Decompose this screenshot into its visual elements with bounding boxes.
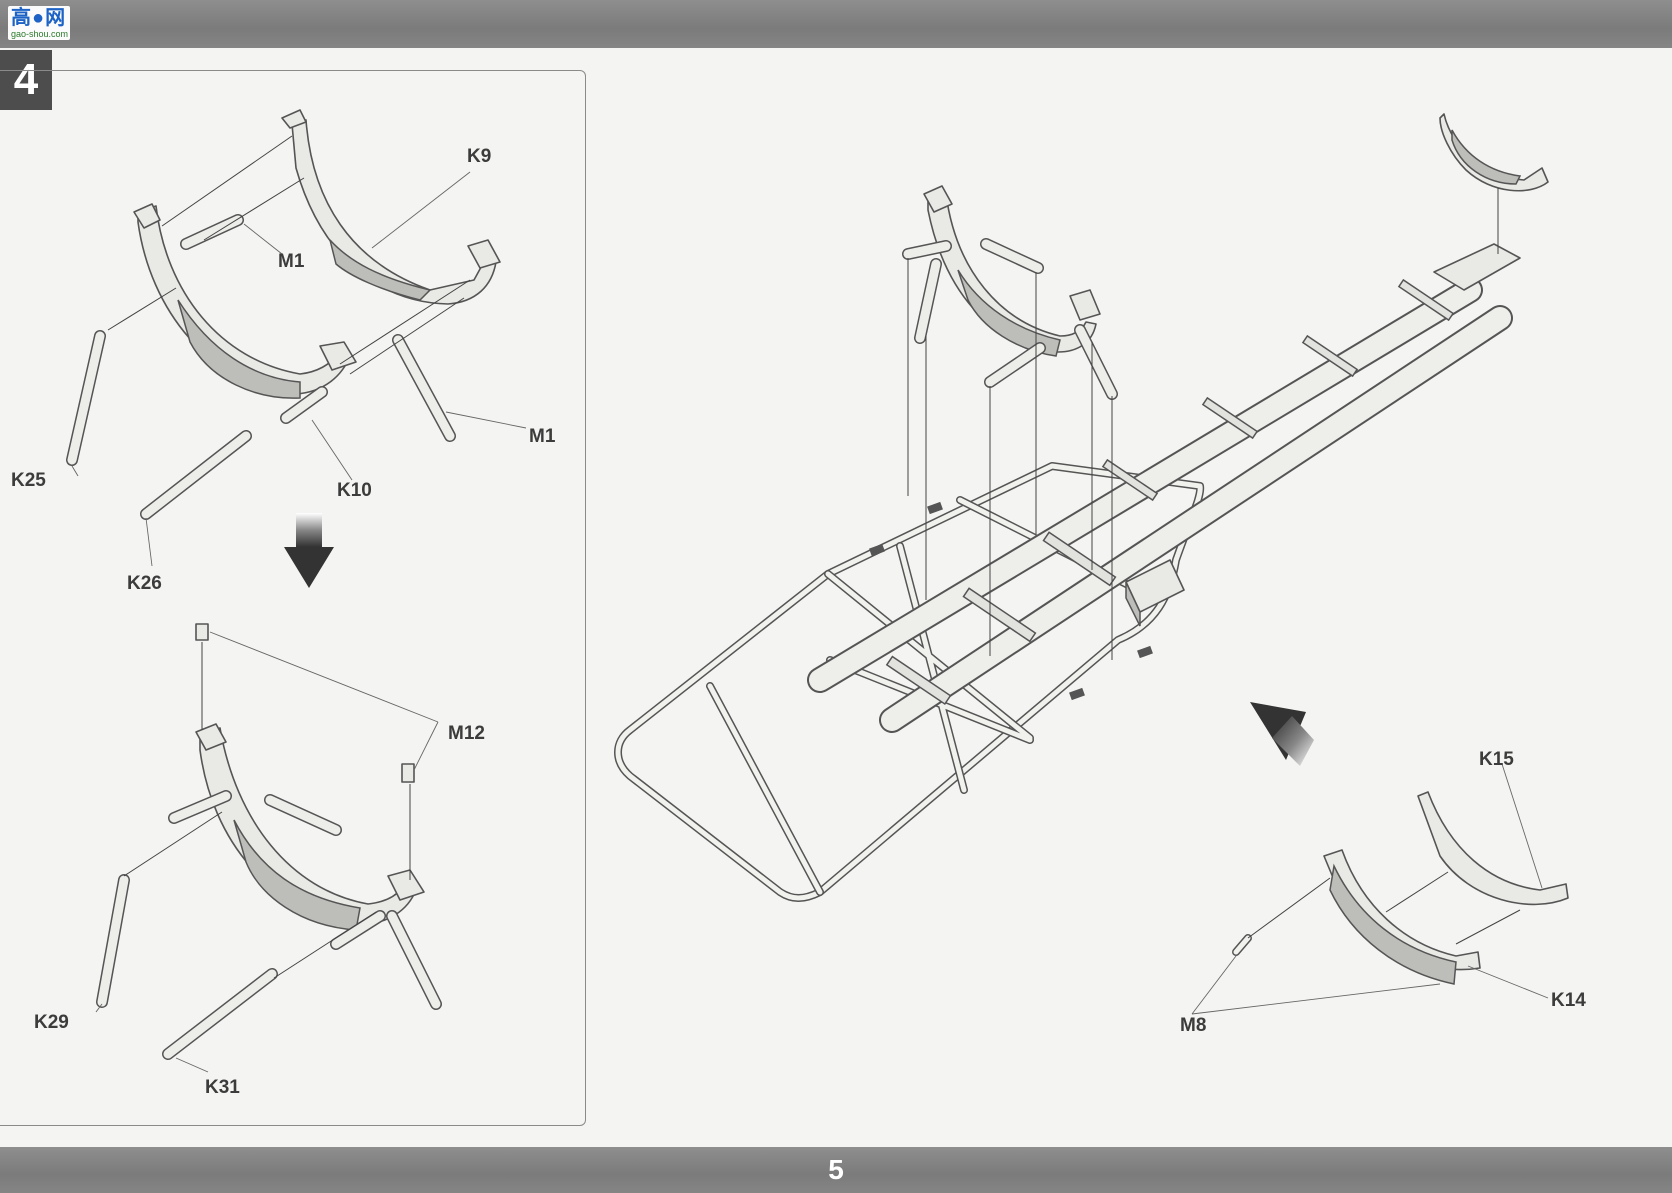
label-k9: K9	[467, 146, 492, 167]
sub-assembly-panel	[0, 70, 586, 1126]
part-m12-a	[195, 623, 209, 641]
label-k31: K31	[205, 1077, 240, 1098]
bracket-side-assembled	[387, 869, 425, 901]
bracket-k10-lower	[319, 341, 357, 371]
bracket-top-assembled	[195, 723, 227, 751]
label-m1-right: M1	[529, 426, 556, 447]
part-k9	[291, 119, 497, 305]
bracket-k10-top	[133, 203, 161, 229]
label-m1-top: M1	[278, 251, 305, 272]
part-k15	[1417, 791, 1569, 906]
seat-panel-assembled	[233, 819, 361, 931]
label-m12: M12	[448, 723, 485, 744]
label-k26: K26	[127, 573, 162, 594]
top-band	[0, 0, 1672, 48]
logo-text: 高●网	[11, 7, 67, 29]
seat-frame-exploded-view	[66, 109, 527, 567]
seat-frame-assembled-view	[95, 623, 442, 1073]
label-k15: K15	[1479, 749, 1514, 770]
next-step-arrow-down	[284, 513, 334, 588]
assembly-direction-arrow	[1250, 702, 1314, 766]
bottom-band: 5	[0, 1147, 1672, 1193]
label-k29: K29	[34, 1012, 69, 1033]
label-m8: M8	[1180, 1015, 1207, 1036]
label-k14: K14	[1551, 990, 1586, 1011]
bracket-k9-top	[281, 109, 307, 129]
part-k9-web	[329, 239, 432, 301]
fuselage-frame-main-view	[614, 113, 1549, 902]
label-k10: K10	[337, 480, 372, 501]
part-m12-b	[401, 763, 415, 783]
logo-url: gao-shou.com	[11, 29, 69, 39]
step-number-badge: 4	[0, 50, 52, 110]
tail-plate	[1433, 243, 1521, 291]
tail-cradle-exploded-view	[1191, 763, 1569, 1015]
watermark-logo: 高●网 gao-shou.com	[8, 6, 70, 40]
bracket-k9-right	[467, 239, 501, 269]
part-k10-seat	[177, 299, 301, 399]
page-number: 5	[828, 1154, 844, 1185]
label-k25: K25	[11, 470, 46, 491]
